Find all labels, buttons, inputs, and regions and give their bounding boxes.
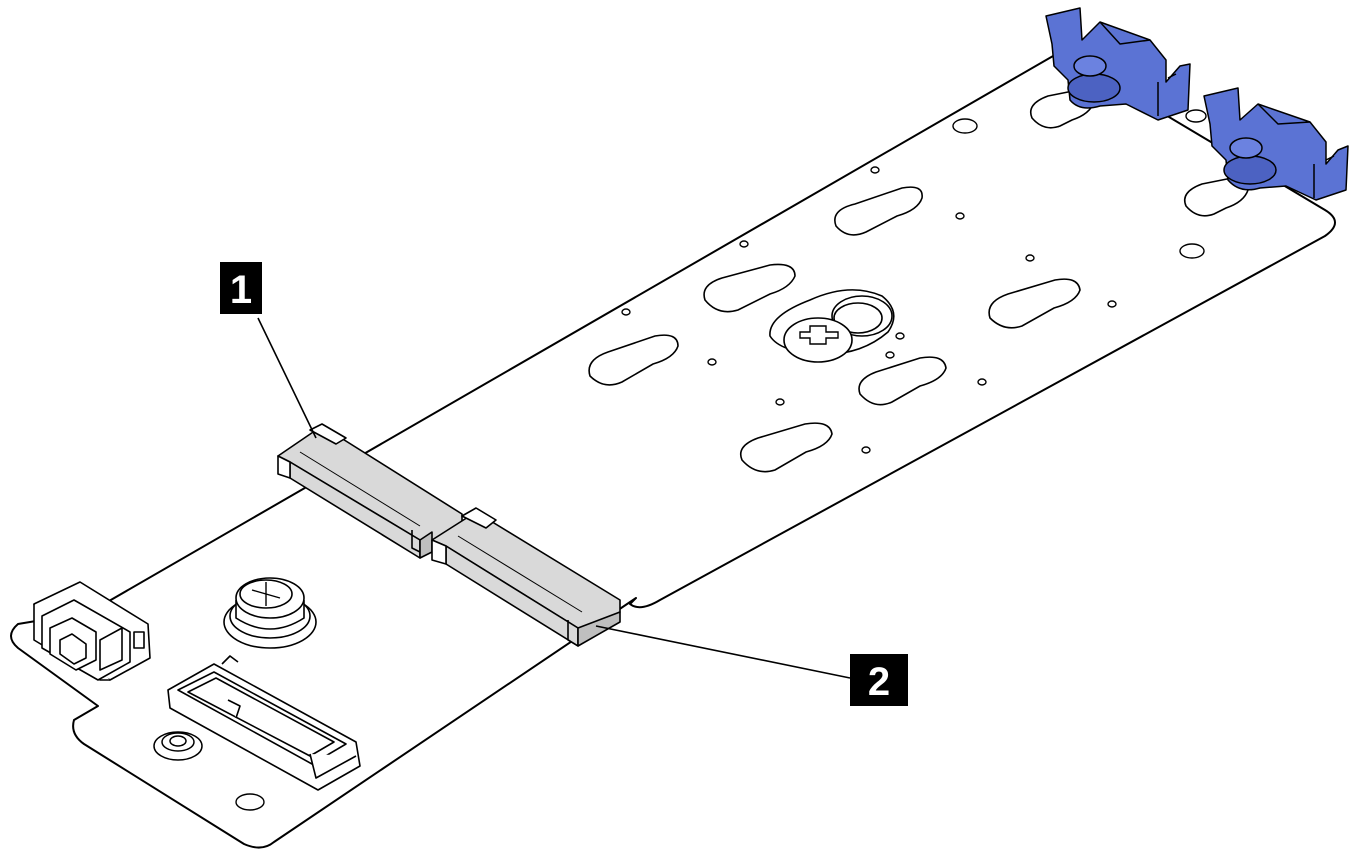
small-standoff xyxy=(153,731,203,761)
callout-2-label: 2 xyxy=(868,660,890,704)
callout-1-label: 1 xyxy=(230,268,252,312)
center-screw xyxy=(769,289,895,363)
m2-connector-2 xyxy=(431,507,621,647)
power-connector xyxy=(33,581,151,681)
standoff-screw xyxy=(223,577,317,649)
callout-2: 2 xyxy=(850,654,908,706)
callout-leaders xyxy=(257,317,851,679)
retention-clip-1 xyxy=(1045,7,1191,121)
callout-1: 1 xyxy=(220,262,262,314)
m2-backplane-board xyxy=(10,51,1336,849)
slim-connector xyxy=(167,655,361,791)
small-holes xyxy=(235,109,1207,811)
m2-connector-1 xyxy=(277,423,463,559)
retention-clip-2 xyxy=(1203,87,1349,201)
mounting-slots xyxy=(588,88,1249,473)
